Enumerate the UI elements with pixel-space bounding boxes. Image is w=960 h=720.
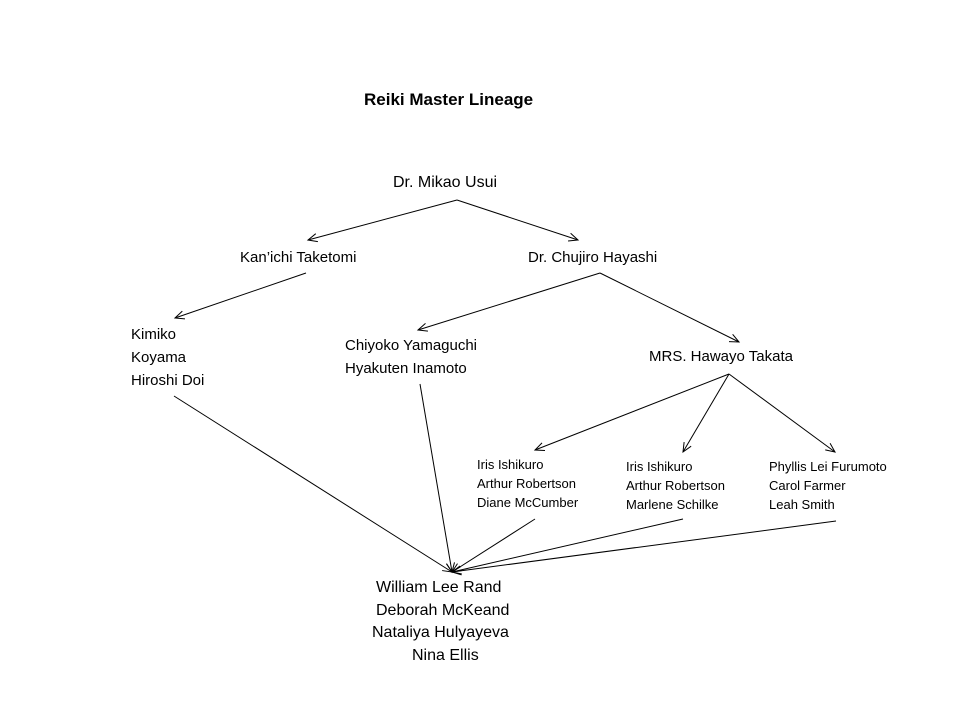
arrowhead	[416, 323, 428, 332]
node-takata: MRS. Hawayo Takata	[649, 345, 793, 368]
node-koyama-line-1: Kimiko	[131, 326, 177, 343]
node-group-a: Iris Ishikuro Arthur Robertson Diane McC…	[477, 455, 578, 512]
node-bottom-group: William Lee Rand Deborah McKeand Nataliy…	[372, 577, 509, 667]
node-hayashi-name: Dr. Chujiro Hayashi	[528, 249, 658, 266]
arrow-usui-to-hayashi	[456, 199, 580, 242]
node-group-c-line-2: Carol Farmer	[769, 478, 846, 493]
node-koyama-line-3: Hiroshi Doi	[131, 372, 205, 389]
node-koyama-line-2: Koyama	[131, 349, 187, 366]
node-yamaguchi-line-2: Hyakuten Inamoto	[345, 360, 467, 377]
node-group-c-line-3: Leah Smith	[769, 497, 835, 512]
arrow-group_c-to-bottom	[450, 520, 837, 576]
node-group-b: Iris Ishikuro Arthur Robertson Marlene S…	[626, 457, 725, 514]
node-group-b-line-2: Arthur Robertson	[626, 478, 725, 493]
arrowhead	[728, 333, 741, 343]
node-bottom-line-3: Nataliya Hulyayeva	[372, 624, 509, 641]
node-yamaguchi-line-1: Chiyoko Yamaguchi	[345, 337, 478, 354]
arrowhead	[682, 442, 692, 454]
arrow-koyama_group-to-bottom	[173, 395, 454, 573]
arrow-group_b-to-bottom	[450, 518, 684, 575]
node-group-b-line-1: Iris Ishikuro	[626, 459, 693, 474]
node-takata-name: MRS. Hawayo Takata	[649, 348, 793, 365]
arrowhead	[173, 310, 186, 320]
node-bottom-line-4: Nina Ellis	[412, 646, 479, 664]
arrowhead	[825, 443, 836, 453]
arrowhead	[450, 566, 462, 576]
node-group-b-line-3: Marlene Schilke	[626, 497, 719, 512]
arrow-group_a-to-bottom	[450, 518, 536, 573]
node-group-c-line-1: Phyllis Lei Furumoto	[769, 459, 887, 474]
node-usui-name: Dr. Mikao Usui	[393, 174, 498, 191]
arrowhead	[568, 232, 580, 242]
node-bottom-line-2: Deborah McKeand	[376, 601, 510, 619]
diagram-title: Reiki Master Lineage	[364, 90, 534, 109]
node-taketomi: Kan’ichi Taketomi	[240, 246, 356, 269]
node-group-a-line-1: Iris Ishikuro	[477, 457, 544, 472]
node-group-a-line-3: Diane McCumber	[477, 495, 579, 510]
arrowhead	[306, 233, 318, 243]
arrow-takata-to-group_b	[682, 373, 730, 454]
node-taketomi-name: Kan’ichi Taketomi	[240, 249, 357, 266]
node-usui: Dr. Mikao Usui	[393, 172, 497, 194]
arrowhead	[533, 442, 546, 451]
node-group-c: Phyllis Lei Furumoto Carol Farmer Leah S…	[769, 457, 887, 514]
arrow-yamaguchi_group-to-bottom	[419, 383, 455, 574]
node-bottom-line-1: William Lee Rand	[376, 579, 502, 596]
arrow-hayashi-to-takata	[599, 272, 741, 343]
arrow-taketomi-to-koyama_group	[173, 272, 307, 320]
node-koyama-group: Kimiko Koyama Hiroshi Doi	[131, 323, 204, 392]
node-hayashi: Dr. Chujiro Hayashi	[528, 246, 657, 269]
node-yamaguchi-group: Chiyoko Yamaguchi Hyakuten Inamoto	[345, 334, 477, 380]
arrow-usui-to-taketomi	[306, 199, 458, 243]
node-group-a-line-2: Arthur Robertson	[477, 476, 576, 491]
arrow-takata-to-group_c	[728, 373, 836, 453]
arrow-takata-to-group_a	[533, 373, 730, 451]
arrow-hayashi-to-yamaguchi_group	[416, 272, 601, 332]
